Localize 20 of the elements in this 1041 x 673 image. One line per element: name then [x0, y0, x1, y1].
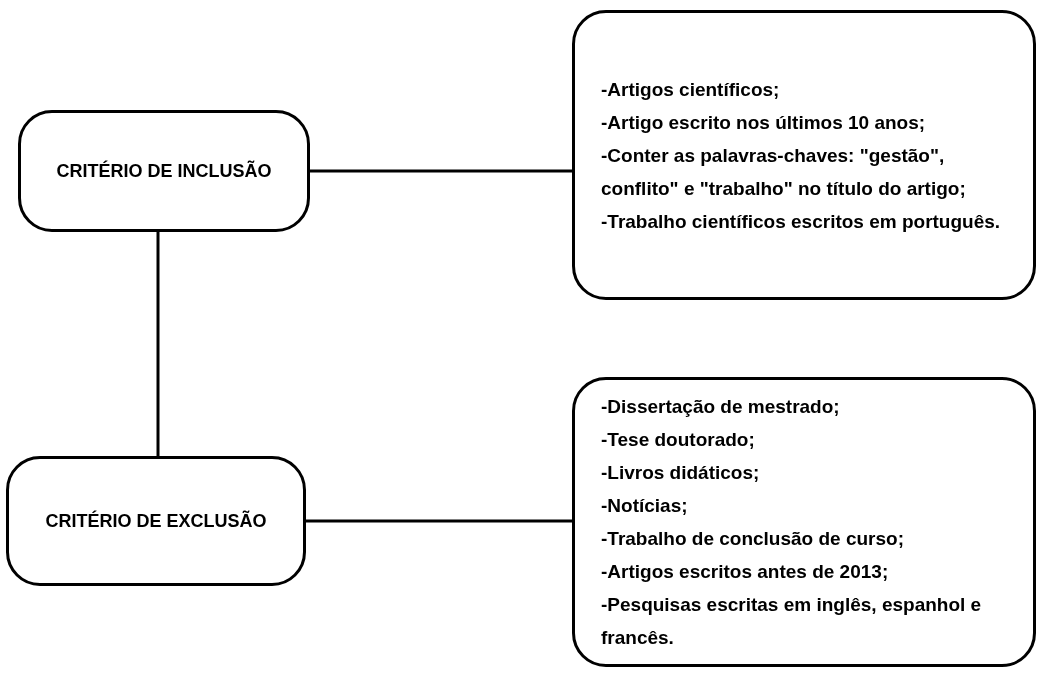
connector-line — [310, 169, 572, 173]
criteria-item: -Pesquisas escritas em inglês, espanhol e francês. — [601, 593, 983, 650]
criteria-item: -Notícias; — [601, 494, 689, 518]
rounded-box — [6, 456, 306, 586]
criteria-box — [572, 10, 1036, 300]
criteria-box — [572, 377, 1036, 667]
criteria-item: -Livros didáticos; — [601, 461, 761, 485]
criteria-item: -Artigos científicos; — [601, 77, 781, 102]
criteria-item: -Tese doutorado; — [601, 428, 756, 452]
criteria-item: -Artigo escrito nos últimos 10 anos; — [601, 110, 927, 135]
criteria-item: -Trabalho de conclusão de curso; — [601, 527, 905, 551]
criteria-item: -Artigos escritos antes de 2013; — [601, 560, 890, 584]
connector-line — [306, 519, 572, 523]
rounded-box — [18, 110, 310, 232]
connector-line — [156, 232, 160, 456]
box-title: CRITÉRIO DE INCLUSÃO — [56, 159, 272, 183]
box-title: CRITÉRIO DE EXCLUSÃO — [45, 509, 267, 533]
criteria-item: -Dissertação de mestrado; — [601, 395, 841, 419]
criteria-item: -Conter as palavras-chaves: "gestão", conflito" e "trabalho" no título do artigo; — [601, 143, 967, 201]
criteria-item: -Trabalho científicos escritos em português. — [601, 209, 1002, 234]
